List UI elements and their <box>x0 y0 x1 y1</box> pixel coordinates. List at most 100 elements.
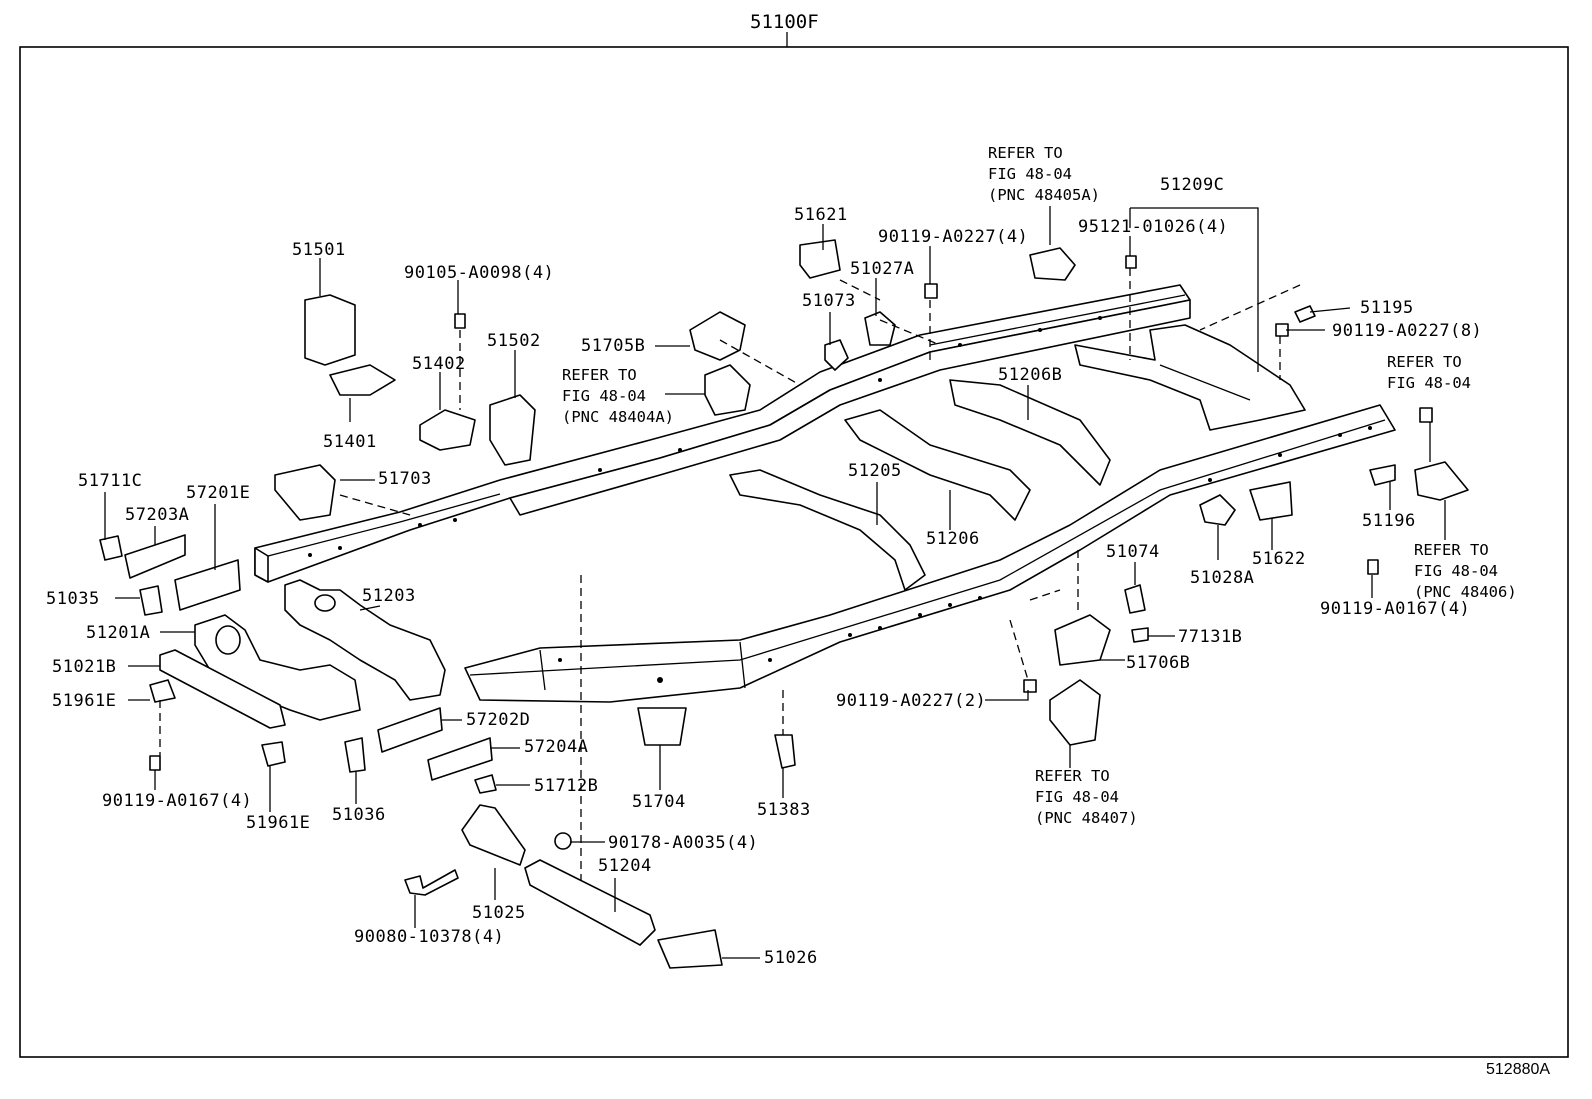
label-57204A: 57204A <box>524 737 588 757</box>
bolt-90119-a0227-2 <box>1023 679 1037 693</box>
label-51203: 51203 <box>362 586 416 606</box>
part-51073-shape <box>824 339 849 371</box>
svg-text:REFER TO: REFER TO <box>1035 767 1110 785</box>
frame-rail-right <box>464 404 1396 703</box>
label-51706B: 51706B <box>1126 653 1190 673</box>
part-51402-shape <box>419 409 476 451</box>
label-51074: 51074 <box>1106 542 1160 562</box>
label-95121-01026: 95121-01026(4) <box>1078 217 1228 237</box>
figure-code: 512880A <box>1486 1061 1550 1078</box>
svg-text:(PNC 48405A): (PNC 48405A) <box>988 186 1100 204</box>
svg-text:FIG 48-04: FIG 48-04 <box>1035 788 1119 806</box>
label-51204: 51204 <box>598 856 652 876</box>
part-51961E-shape-b <box>261 741 286 767</box>
part-51711C-shape <box>99 535 123 561</box>
label-51402: 51402 <box>412 354 466 374</box>
label-51100F-parts-51501: 51501 <box>292 240 346 260</box>
cross-member-51205 <box>729 469 926 591</box>
label-51712B: 51712B <box>534 776 598 796</box>
bolt-90105 <box>454 313 466 329</box>
part-51961E-shape-a <box>149 679 176 703</box>
label-90178-a0035: 90178-A0035(4) <box>608 833 758 853</box>
svg-text:REFER TO: REFER TO <box>562 366 637 384</box>
label-57203A: 57203A <box>125 505 189 525</box>
label-51961E-left: 51961E <box>52 691 116 711</box>
part-51703-shape <box>274 464 336 521</box>
part-51706B-shape <box>1054 614 1111 666</box>
bolt-90119-a0167-left <box>149 755 161 771</box>
frame-rail-left <box>254 284 1191 583</box>
label-51711C: 51711C <box>78 471 142 491</box>
label-51028A: 51028A <box>1190 568 1254 588</box>
svg-text:(PNC 48404A): (PNC 48404A) <box>562 408 674 426</box>
part-48404A-mount-shape <box>704 364 751 416</box>
label-51206: 51206 <box>926 529 980 549</box>
part-51028A-shape <box>1199 494 1236 526</box>
label-51401: 51401 <box>323 432 377 452</box>
nut-90178 <box>554 832 572 850</box>
svg-text:(PNC 48407): (PNC 48407) <box>1035 809 1138 827</box>
part-51195-shape <box>1294 305 1316 323</box>
part-51025-shape <box>461 804 526 866</box>
svg-text:FIG 48-04: FIG 48-04 <box>988 165 1072 183</box>
ref-note-48405A: REFER TO FIG 48-04 (PNC 48405A) <box>988 144 1100 204</box>
label-51703: 51703 <box>378 469 432 489</box>
bolt-90080 <box>404 869 459 896</box>
part-48405A-mount-shape <box>1029 247 1076 281</box>
label-77131B: 77131B <box>1178 627 1242 647</box>
bolt-90119-a0167-right <box>1367 559 1379 575</box>
label-51622: 51622 <box>1252 549 1306 569</box>
bolt-90119-a0227-4 <box>924 283 938 299</box>
part-51712B-shape <box>474 774 497 794</box>
part-77131B-shape <box>1131 627 1149 643</box>
part-51383-shape <box>774 734 796 769</box>
label-51209C: 51209C <box>1160 175 1224 195</box>
part-51026-shape <box>657 929 723 969</box>
label-51705B: 51705B <box>581 336 645 356</box>
label-90119-a0227-2: 90119-A0227(2) <box>836 691 986 711</box>
cross-member-51021B <box>159 649 286 729</box>
part-51501-shape <box>304 294 356 366</box>
label-51206B: 51206B <box>998 365 1062 385</box>
part-57203A-shape <box>124 534 186 579</box>
part-57202D-shape <box>377 707 443 753</box>
label-51502: 51502 <box>487 331 541 351</box>
part-51401-shape <box>329 364 396 396</box>
cross-member-51203 <box>284 579 446 701</box>
label-51621: 51621 <box>794 205 848 225</box>
svg-text:(PNC 48406): (PNC 48406) <box>1414 583 1517 601</box>
label-90080-10378: 90080-10378(4) <box>354 927 504 947</box>
header-part-number: 51100F <box>750 11 819 33</box>
svg-text:REFER TO: REFER TO <box>1414 541 1489 559</box>
label-51383: 51383 <box>757 800 811 820</box>
part-51035-shape <box>139 585 163 616</box>
part-51705B-shape <box>689 311 746 361</box>
ref-note-48407: REFER TO FIG 48-04 (PNC 48407) <box>1035 767 1138 827</box>
svg-text:FIG 48-04: FIG 48-04 <box>1387 374 1471 392</box>
ref-note-48406: REFER TO FIG 48-04 (PNC 48406) <box>1414 541 1517 601</box>
diagram-border <box>19 46 1569 1058</box>
label-51036: 51036 <box>332 805 386 825</box>
part-51622-shape <box>1249 481 1293 521</box>
label-51021B: 51021B <box>52 657 116 677</box>
label-51073: 51073 <box>802 291 856 311</box>
cross-member-51209C <box>1074 324 1306 431</box>
part-51196-shape <box>1369 464 1396 486</box>
label-51195: 51195 <box>1360 298 1414 318</box>
label-57202D: 57202D <box>466 710 530 730</box>
part-48406-mount-shape <box>1414 461 1469 501</box>
cross-member-51204 <box>524 859 656 946</box>
part-51502-shape <box>489 394 536 466</box>
bolt-right-ref <box>1419 407 1433 423</box>
svg-text:FIG 48-04: FIG 48-04 <box>562 387 646 405</box>
label-51196: 51196 <box>1362 511 1416 531</box>
ref-note-right: REFER TO FIG 48-04 <box>1387 353 1471 392</box>
label-90119-a0167-left: 90119-A0167(4) <box>102 791 252 811</box>
label-51205: 51205 <box>848 461 902 481</box>
label-51025: 51025 <box>472 903 526 923</box>
part-57204A-shape <box>427 737 493 781</box>
part-48407-mount-shape <box>1049 679 1101 746</box>
label-90119-a0167-right: 90119-A0167(4) <box>1320 599 1470 619</box>
part-51074-shape <box>1124 584 1146 614</box>
